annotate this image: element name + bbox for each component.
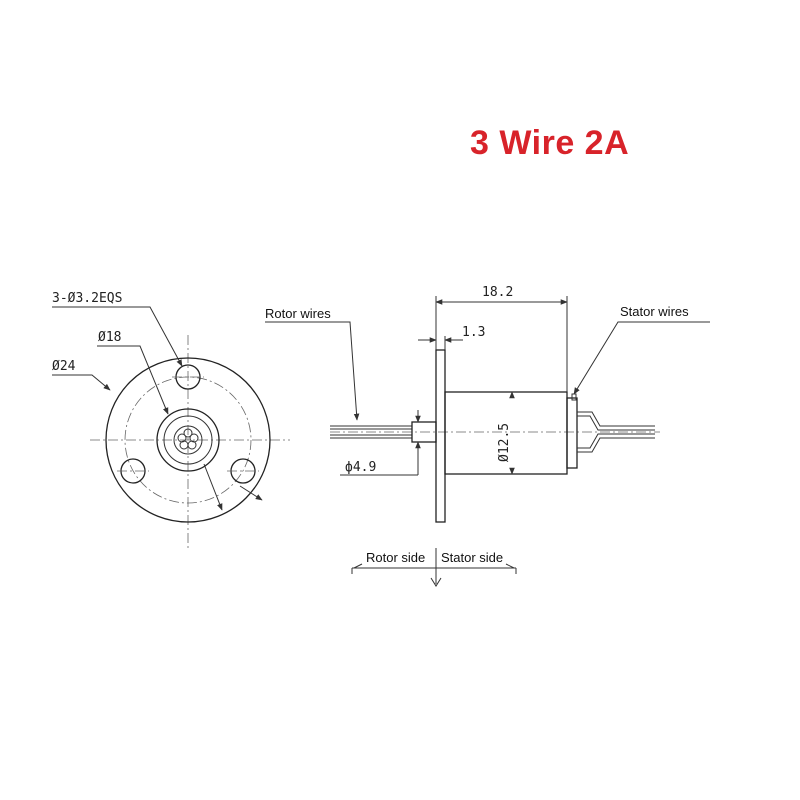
outer-diameter-label: Ø24 bbox=[52, 359, 76, 374]
rotor-wires-leader bbox=[265, 321, 360, 421]
wire-bundle-icon bbox=[177, 428, 199, 450]
inner-diameter-leader bbox=[97, 345, 169, 415]
rotor-side-label: Rotor side bbox=[366, 550, 425, 565]
hub-circle bbox=[156, 408, 220, 472]
hub-inner-circle bbox=[163, 415, 213, 465]
end-cap bbox=[566, 397, 578, 469]
rotor-wires-label: Rotor wires bbox=[265, 306, 331, 321]
outer-diameter-leader bbox=[52, 374, 111, 391]
stator-wire-bundle bbox=[577, 411, 655, 453]
holes-leader bbox=[52, 306, 183, 367]
stator-wires-label: Stator wires bbox=[620, 304, 689, 319]
rotor-wire-bundle bbox=[330, 425, 412, 439]
diagram-title: 3 Wire 2A bbox=[470, 124, 630, 162]
bolt-circle bbox=[124, 376, 252, 504]
flange-thickness-label: 1.3 bbox=[462, 325, 485, 340]
body-diameter-label: Ø12.5 bbox=[497, 423, 512, 462]
shaft-diameter-label: ф4.9 bbox=[345, 460, 376, 475]
side-indicator: Rotor side Stator side bbox=[351, 548, 517, 587]
inner-diameter-label: Ø18 bbox=[98, 330, 121, 345]
front-view: 3-Ø3.2EQS Ø18 Ø24 bbox=[52, 291, 290, 550]
side-view: 18.2 1.3 Ø12.5 ф4.9 Rotor wires Stator w… bbox=[265, 285, 710, 523]
flange bbox=[435, 349, 446, 523]
holes-label: 3-Ø3.2EQS bbox=[52, 291, 122, 306]
outer-flange-circle bbox=[105, 357, 271, 523]
stator-wires-leader bbox=[573, 321, 710, 395]
length-label: 18.2 bbox=[482, 285, 513, 300]
stator-side-label: Stator side bbox=[441, 550, 503, 565]
bore-circle bbox=[173, 425, 203, 455]
